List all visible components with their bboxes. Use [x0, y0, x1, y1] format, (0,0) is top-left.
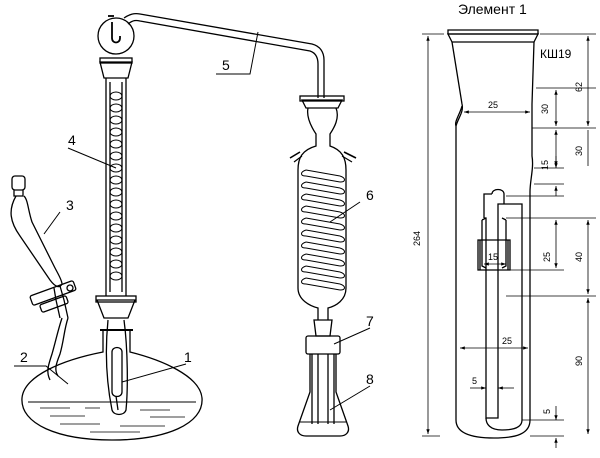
- dim-upper-height: 62: [574, 82, 584, 92]
- outlet-adapter: [305, 319, 341, 424]
- callout-7: 7: [366, 313, 374, 329]
- round-bottom-flask: [21, 329, 203, 441]
- flask-liquid: [28, 401, 196, 433]
- element-1-body: [446, 29, 540, 439]
- distillation-apparatus: [10, 12, 371, 441]
- side-arm-tube: [47, 317, 69, 381]
- joint-mark: КШ19: [540, 47, 572, 61]
- callout-1: 1: [184, 349, 192, 365]
- still-head-bulb: [97, 15, 135, 55]
- dim-top-width: 25: [488, 100, 498, 110]
- dim-gap: 15: [540, 160, 550, 170]
- element-dimension-lines: [422, 33, 596, 448]
- callout-numbers: 1 2 3 4 5 6 7 8: [20, 57, 374, 387]
- callout-6: 6: [366, 187, 374, 203]
- dim-inner-width: 25: [502, 336, 512, 346]
- receiving-flask: [296, 354, 350, 437]
- boiling-insert-tube: [105, 319, 128, 416]
- dim-lower-height: 90: [574, 356, 584, 366]
- dim-neck-height: 30: [540, 104, 550, 114]
- callout-3: 3: [66, 197, 74, 213]
- dim-shoulder-height: 30: [574, 146, 584, 156]
- dim-tube-width: 5: [472, 376, 477, 386]
- dim-bulb-width: 15: [488, 252, 498, 262]
- callout-5: 5: [222, 57, 230, 73]
- element-dimension-values: КШ19 25 30 62 30 15 264 15 25 40 25 90 5…: [412, 47, 584, 414]
- callout-8: 8: [366, 371, 374, 387]
- callout-4: 4: [68, 132, 76, 148]
- callout-leaders: [14, 31, 371, 411]
- dim-bottom-gap: 5: [542, 409, 552, 414]
- dropping-funnel: [10, 175, 77, 319]
- callout-2: 2: [20, 349, 28, 365]
- element-caption: Элемент 1: [458, 1, 527, 17]
- dim-bulb-section: 40: [574, 252, 584, 262]
- dim-bulb-height: 25: [542, 252, 552, 262]
- fractionating-column: [95, 57, 137, 319]
- coil-condenser: [289, 95, 357, 320]
- vapour-tube: [123, 12, 325, 98]
- dim-overall-height: 264: [412, 231, 422, 246]
